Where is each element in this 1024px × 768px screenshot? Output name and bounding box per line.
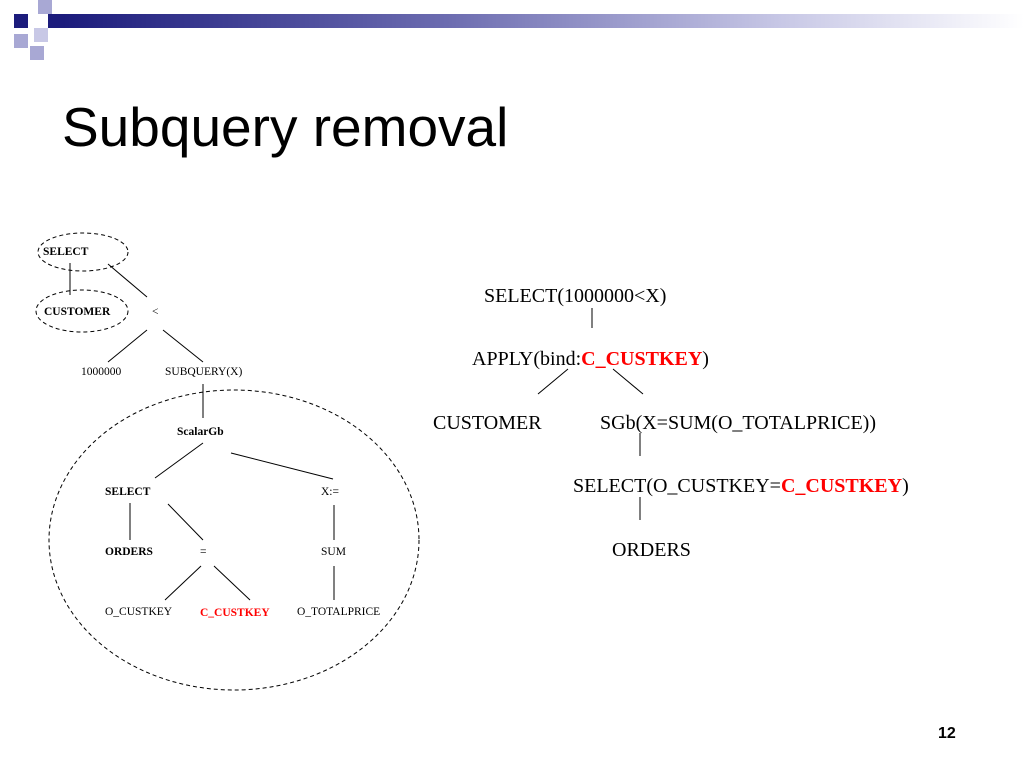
plan-node-select-custkey: SELECT(O_CUSTKEY=C_CUSTKEY): [573, 474, 909, 498]
edge-scalargb-xassign: [230, 452, 334, 480]
tree-node-o-totalprice: O_TOTALPRICE: [297, 606, 381, 618]
tree-node-select-inner: SELECT: [105, 486, 151, 498]
page-number: 12: [938, 725, 956, 742]
header-gradient-bar: [62, 14, 1024, 28]
tree-node-c-custkey: C_CUSTKEY: [200, 607, 270, 619]
edge-select-eq: [167, 503, 204, 541]
tree-node-customer: CUSTOMER: [44, 306, 111, 318]
plan-select-suffix: ): [902, 475, 909, 497]
dashed-ellipse-customer: [35, 289, 129, 333]
corner-square-light-bottom: [30, 46, 44, 60]
plan-apply-prefix: APPLY(bind:: [472, 348, 582, 370]
tree-node-scalargb: ScalarGb: [177, 426, 224, 438]
tree-node-orders: ORDERS: [105, 546, 153, 558]
plan-edge-apply-customer: [537, 368, 569, 395]
edge-eq-ccustkey: [213, 565, 251, 601]
tree-node-constant: 1000000: [81, 366, 122, 378]
edge-scalargb-select: [154, 442, 204, 479]
plan-apply-suffix: ): [702, 348, 709, 370]
dashed-ellipse-subquery: [48, 389, 420, 691]
slide-title: Subquery removal: [62, 96, 509, 158]
plan-select-key: C_CUSTKEY: [780, 475, 903, 497]
edge-lt-subquery: [162, 329, 204, 363]
plan-select-prefix: SELECT(O_CUSTKEY=: [573, 475, 781, 497]
plan-apply-key: C_CUSTKEY: [581, 348, 703, 370]
edge-lt-const: [107, 329, 148, 363]
corner-square-light-top: [38, 0, 52, 14]
tree-node-sum: SUM: [321, 546, 346, 558]
dashed-ellipse-select: [37, 232, 129, 272]
tree-node-equals: =: [200, 546, 207, 558]
corner-square-light-left: [14, 34, 28, 48]
tree-node-select: SELECT: [43, 246, 89, 258]
plan-node-select-filter: SELECT(1000000<X): [484, 285, 667, 307]
plan-edge-apply-sgb: [612, 368, 644, 395]
tree-node-o-custkey: O_CUSTKEY: [105, 606, 173, 618]
corner-square-dark-top: [14, 14, 28, 28]
plan-node-apply: APPLY(bind:C_CUSTKEY): [472, 347, 709, 371]
corner-square-light-mid: [34, 28, 48, 42]
plan-node-sgb: SGb(X=SUM(O_TOTALPRICE)): [600, 412, 876, 434]
tree-node-less-than: <: [152, 306, 159, 318]
tree-node-x-assign: X:=: [321, 486, 339, 498]
edge-eq-ocustkey: [164, 565, 202, 601]
tree-node-subquery: SUBQUERY(X): [165, 366, 243, 378]
plan-node-orders: ORDERS: [612, 539, 691, 561]
corner-square-dark-mid: [48, 14, 62, 28]
plan-node-customer: CUSTOMER: [433, 412, 542, 434]
edge-select-lt: [107, 263, 148, 298]
